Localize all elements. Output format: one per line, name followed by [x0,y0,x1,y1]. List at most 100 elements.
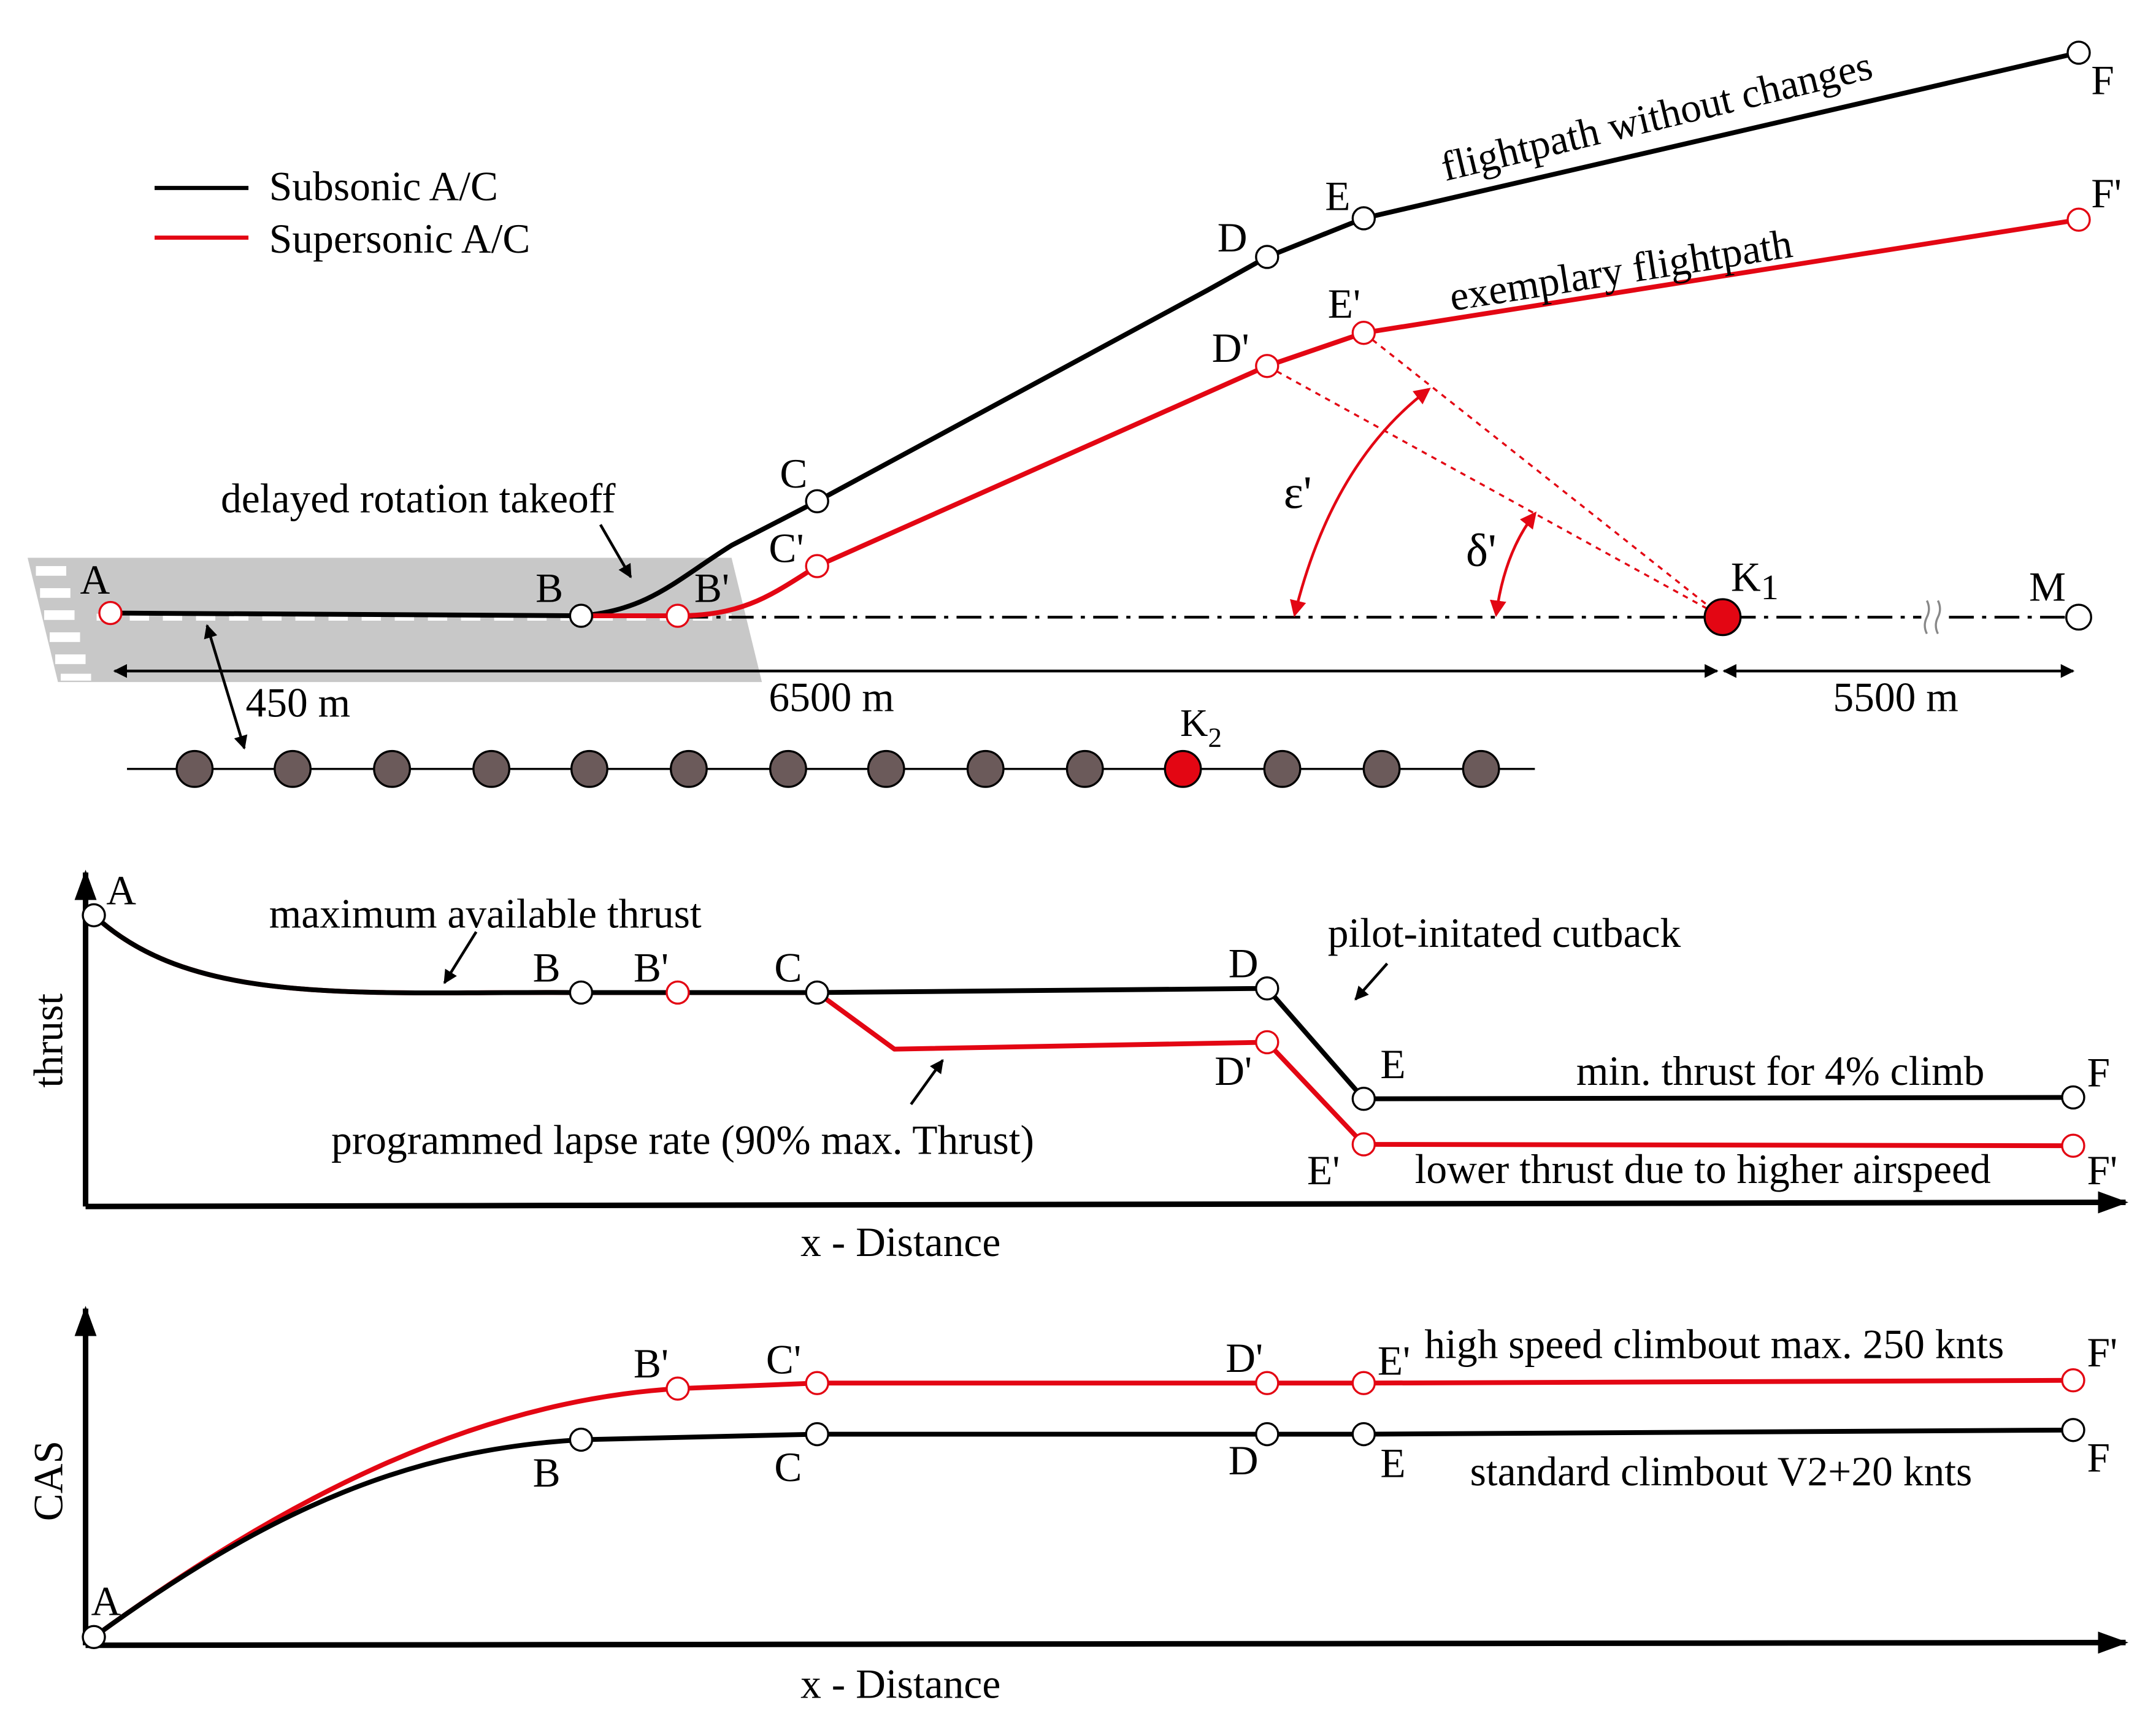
thrust-label-c: C [774,944,802,990]
lower-thrust-label: lower thrust due to higher airspeed [1415,1146,1991,1192]
legend-supersonic-label: Supersonic A/C [269,216,531,262]
cas-label-f-prime: F' [2087,1330,2117,1376]
dim-5500-label: 5500 m [1833,674,1958,720]
lateral-monitor [274,749,312,788]
cas-point-b [569,1427,594,1452]
cas-point-c [805,1422,829,1447]
delta-angle-arc [1489,511,1537,618]
exemplary-flightpath-label: exemplary flightpath [1446,220,1795,320]
min-thrust-label: min. thrust for 4% climb [1576,1048,1985,1094]
thrust-point-f [2061,1085,2085,1110]
thrust-point-d [1255,976,1279,1001]
thrust-point-f-prime [2061,1133,2085,1158]
axis-break-icon [1924,600,1941,635]
lapse-rate-label: programmed lapse rate (90% max. Thrust) [331,1117,1034,1163]
dim-6500-label: 6500 m [769,674,894,720]
lateral-monitor [966,749,1005,788]
k1-monitor [1703,598,1742,637]
label-c-prime: C' [769,525,804,571]
lateral-monitor [1462,749,1500,788]
sightline-e-prime-k1 [1363,332,1724,618]
label-e-prime: E' [1328,281,1360,327]
label-a: A [80,557,110,603]
point-c [805,489,829,513]
thrust-label-b: B [533,944,561,990]
lateral-monitor [1065,749,1104,788]
lateral-monitor [1263,749,1302,788]
cas-point-e [1351,1422,1376,1447]
k2-monitor [1164,749,1202,788]
cas-label-b: B [533,1450,561,1496]
subsonic-ground-roll [108,610,584,619]
point-b-prime [666,603,690,628]
thrust-point-a [82,903,106,928]
thrust-label-e: E [1380,1041,1405,1087]
cas-point-b-prime [666,1376,690,1401]
dim-450-label: 450 m [246,680,351,726]
point-f [2066,40,2091,65]
point-d-prime [1255,354,1279,378]
point-e-prime [1351,321,1376,345]
legend: Subsonic A/C Supersonic A/C [155,164,530,262]
cas-label-b-prime: B' [634,1341,669,1387]
runway-threshold-stripes [36,566,91,681]
cas-label-c-prime: C' [766,1336,801,1382]
cas-point-e-prime [1351,1371,1376,1395]
thrust-label-f-prime: F' [2087,1147,2117,1193]
cas-point-f-prime [2061,1368,2085,1393]
sightline-d-prime-k1 [1266,365,1724,618]
label-c: C [780,451,807,497]
cas-y-label: CAS [25,1441,71,1521]
cas-point-d [1255,1422,1279,1447]
pilot-cutback-label: pilot-initated cutback [1328,910,1681,956]
thrust-panel: thrust x - Distance maximum available th… [25,867,2128,1265]
legend-subsonic-label: Subsonic A/C [269,164,498,210]
thrust-point-b [569,980,594,1005]
cas-label-d: D [1229,1438,1259,1484]
lateral-monitor [373,749,412,788]
thrust-point-c [805,980,829,1005]
cas-point-d-prime [1255,1371,1279,1395]
epsilon-angle-arc [1290,388,1431,618]
label-d: D [1218,215,1248,261]
supersonic-flightpath [578,217,2081,619]
cas-label-d-prime: D' [1226,1335,1263,1381]
label-d-prime: D' [1212,325,1249,371]
point-e [1351,206,1376,231]
thrust-point-e-prime [1351,1132,1376,1157]
max-thrust-arrow [443,931,478,984]
lateral-monitor [570,749,608,788]
standard-label: standard climbout V2+20 knts [1470,1449,1973,1495]
cas-x-axis [85,1631,2128,1654]
cas-label-e: E [1380,1440,1405,1486]
label-b: B [535,565,563,611]
thrust-label-f: F [2087,1049,2110,1095]
delayed-rotation-arrow [599,524,632,579]
label-f-prime: F' [2091,170,2122,216]
lateral-monitor [669,749,708,788]
lateral-monitor [472,749,511,788]
thrust-point-b-prime [666,980,690,1005]
point-c-prime [805,554,829,578]
cas-subsonic-curve [91,1427,2076,1640]
lapse-rate-arrow [910,1059,944,1105]
label-f: F [2091,57,2114,103]
lateral-monitor [769,749,807,788]
cas-label-f: F [2087,1434,2110,1480]
pilot-cutback-arrow [1354,962,1389,1001]
runway [28,557,762,683]
point-d [1255,245,1279,269]
k2-label: K2 [1180,702,1222,753]
epsilon-label: ε' [1284,467,1312,519]
cas-supersonic-curve [91,1377,2076,1640]
point-a [98,600,123,626]
lateral-monitor [175,749,214,788]
thrust-point-d-prime [1255,1030,1279,1055]
cas-point-f [2061,1418,2085,1442]
k1-label: K1 [1731,554,1779,608]
m-monitor [2065,603,2092,631]
thrust-y-label: thrust [25,994,71,1088]
max-thrust-label: maximum available thrust [269,891,702,937]
thrust-x-label: x - Distance [800,1219,1000,1265]
